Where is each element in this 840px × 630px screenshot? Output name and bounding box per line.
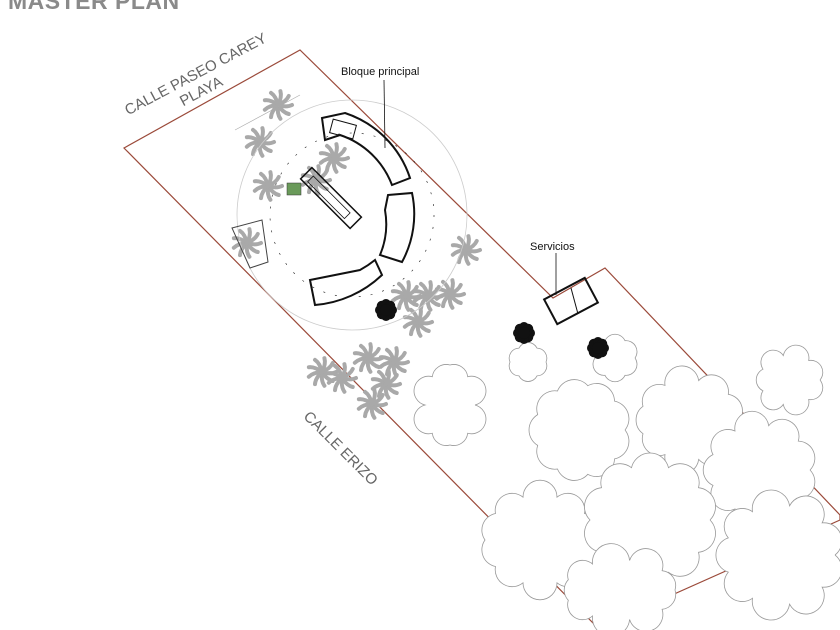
palm-tree-icon <box>390 280 422 312</box>
shrub-icon <box>587 337 609 359</box>
palm-tree-icon <box>370 368 402 400</box>
palm-tree-icon <box>318 142 350 174</box>
palm-tree-icon <box>378 346 410 378</box>
tree-canopy-outline <box>755 344 824 416</box>
tree-canopies <box>413 333 840 630</box>
palm-tree-icon <box>262 89 294 121</box>
palm-trees <box>231 89 482 420</box>
shrub-icon <box>375 299 397 321</box>
palm-tree-icon <box>352 342 384 374</box>
palm-tree-icon <box>231 227 263 259</box>
palm-tree-icon <box>244 126 276 158</box>
palm-tree-icon <box>326 362 358 394</box>
shrub-icon <box>513 322 535 344</box>
tree-canopy-outline <box>563 543 676 630</box>
label-main-block: Bloque principal <box>341 66 420 78</box>
palm-tree-icon <box>402 306 434 338</box>
tree-canopy-outline <box>413 364 487 446</box>
services-building <box>542 276 600 326</box>
tree-canopy-outline <box>715 489 840 621</box>
palm-tree-icon <box>450 234 482 266</box>
main-building <box>231 94 468 331</box>
main-block-leader <box>383 79 386 149</box>
palm-tree-icon <box>434 278 466 310</box>
palm-tree-icon <box>252 170 284 202</box>
dark-shrubs <box>375 299 609 359</box>
tree-canopy-outline <box>508 342 548 382</box>
palm-tree-icon <box>356 388 388 420</box>
label-services: Servicios <box>530 241 575 253</box>
plan-title: MASTER PLAN <box>8 0 180 14</box>
